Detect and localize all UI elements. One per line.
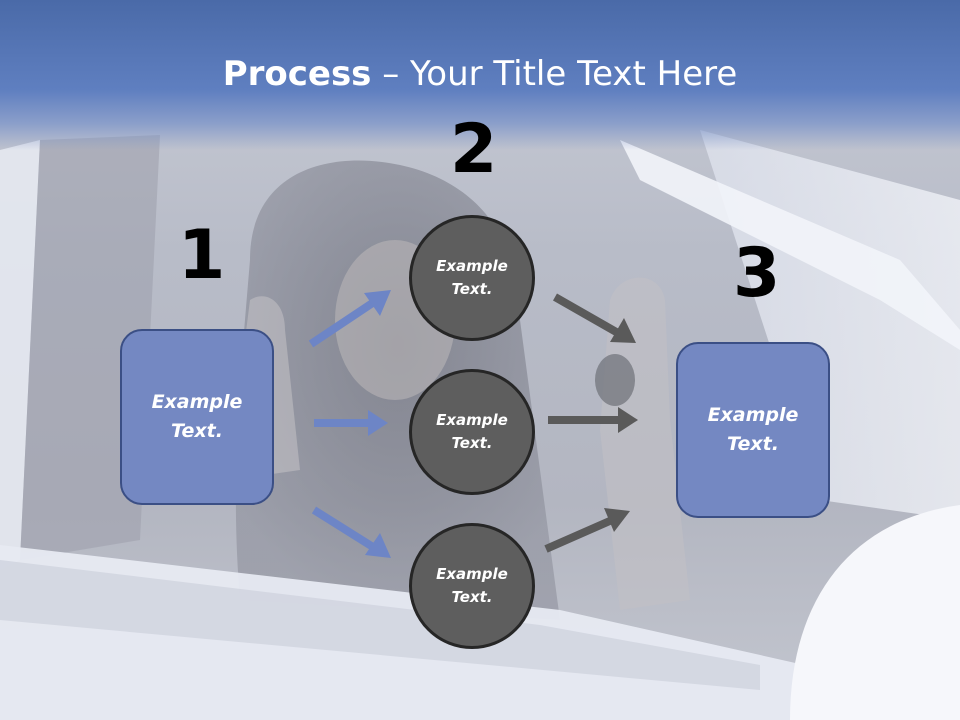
step-2-circle-middle: Example Text. (409, 369, 535, 495)
step-2-circle-top: Example Text. (409, 215, 535, 341)
slide-title: Process – Your Title Text Here (0, 54, 960, 94)
step-number-3: 3 (733, 234, 781, 313)
title-bold: Process (222, 54, 372, 94)
arrow-1-to-top (308, 290, 391, 348)
title-rest: – Your Title Text Here (371, 54, 738, 94)
step-1-label: Example Text. (151, 391, 243, 442)
step-3-box: Example Text. (676, 342, 830, 518)
step-1-box: Example Text. (120, 329, 274, 505)
step-2-item-1: Example Text. (436, 257, 508, 298)
arrow-1-to-middle (314, 410, 388, 436)
title-band (0, 0, 960, 150)
step-3-label: Example Text. (707, 404, 799, 455)
step-2-item-3: Example Text. (436, 565, 508, 606)
arrow-top-to-3 (553, 293, 636, 343)
arrow-middle-to-3 (548, 407, 638, 433)
step-2-item-2: Example Text. (436, 411, 508, 452)
step-2-circle-bottom: Example Text. (409, 523, 535, 649)
arrow-bottom-to-3 (544, 508, 630, 553)
step-number-1: 1 (178, 216, 226, 295)
step-number-2: 2 (450, 110, 498, 189)
arrow-1-to-bottom (311, 506, 391, 558)
